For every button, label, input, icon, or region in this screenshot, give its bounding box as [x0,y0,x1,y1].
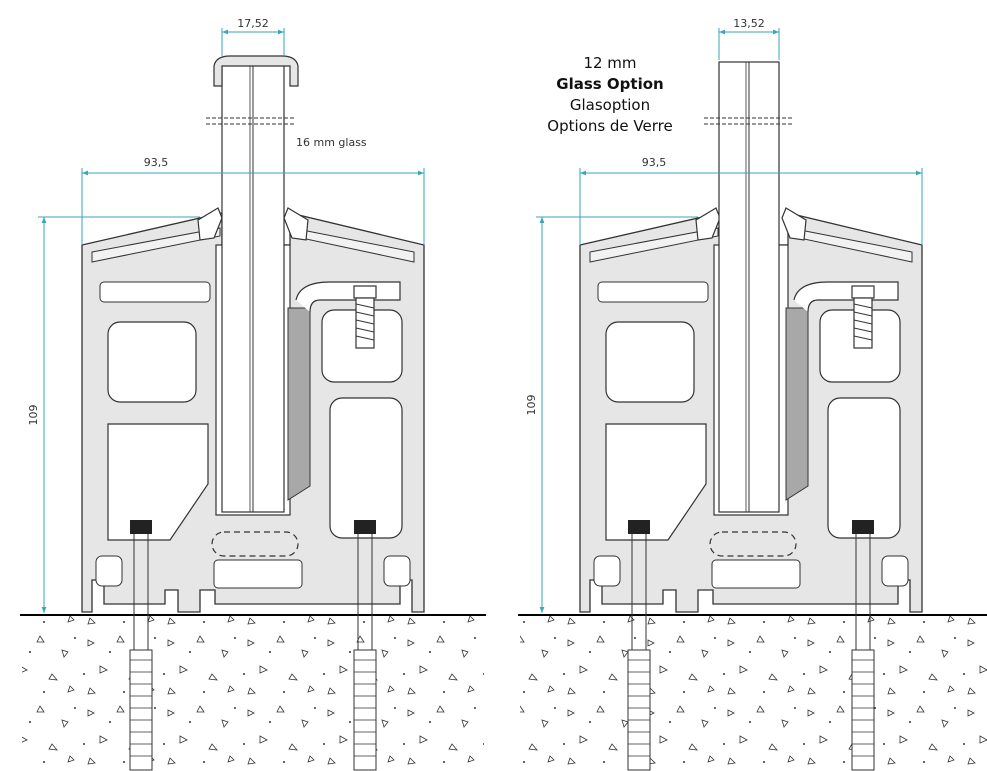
overall-width-label: 93,5 [642,156,667,169]
dimension-top-width [221,28,285,56]
top-width-label: 17,52 [237,17,269,30]
top-width-label: 13,52 [733,17,765,30]
right-drawing: 13,52 12 mm Glass Option Glasoption Opti… [518,17,987,771]
dimension-overall-width [81,168,425,245]
height-label: 109 [27,405,40,426]
height-label: 109 [525,395,538,416]
dimension-height [536,216,698,613]
dimension-height [38,216,200,613]
glass-note-label: 16 mm glass [296,136,367,149]
dimension-top-width [718,28,780,60]
concrete-ground [22,616,484,771]
concrete-ground [520,616,987,771]
overall-width-label: 93,5 [144,156,169,169]
caption-line2: Glass Option [556,75,663,93]
caption-line3: Glasoption [570,96,650,114]
caption-line1: 12 mm [583,54,636,72]
handrail-cap [213,55,299,87]
left-drawing: 17,52 16 mm glass 93,5 109 [20,17,486,771]
dimension-overall-width [579,168,923,245]
caption-line4: Options de Verre [547,117,672,135]
